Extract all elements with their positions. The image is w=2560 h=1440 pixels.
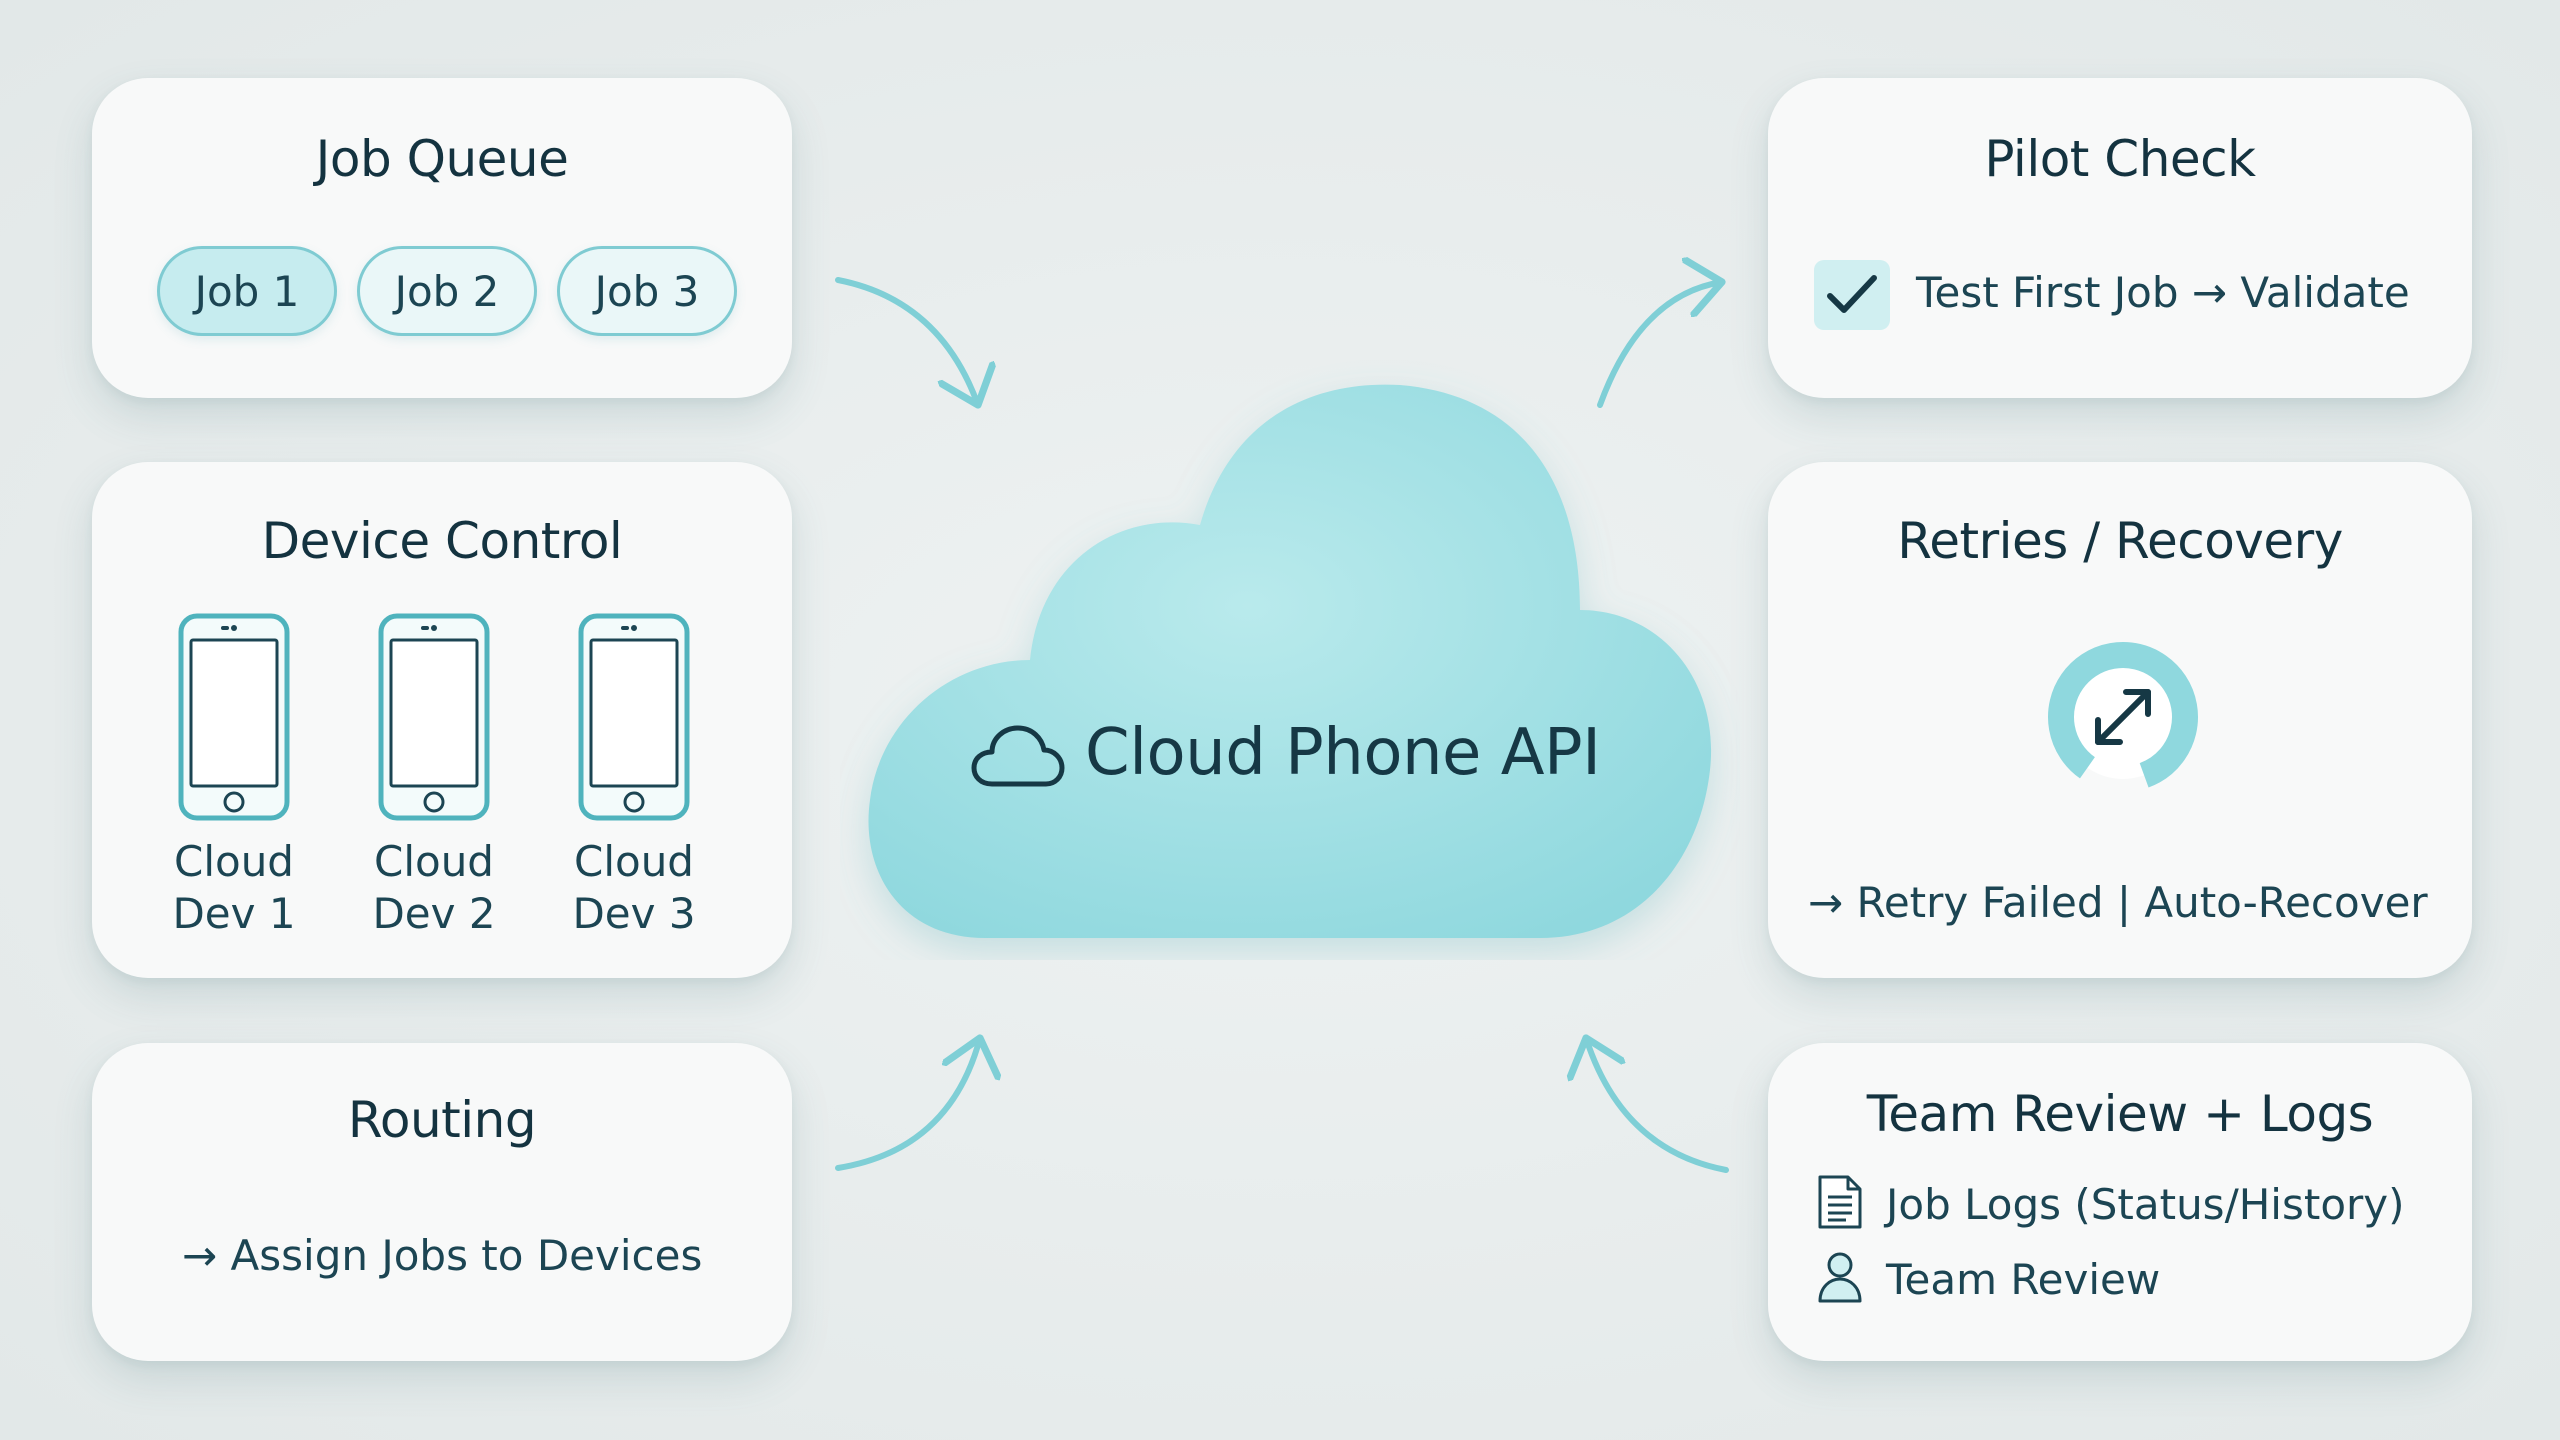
device-label-2: Cloud Dev 2: [372, 837, 496, 938]
device-label-3: Cloud Dev 3: [572, 837, 696, 938]
team-review-item[interactable]: Team Review: [1816, 1249, 2160, 1309]
retries-recovery-card: Retries / Recovery → Retry Failed | Auto…: [1768, 462, 2472, 978]
retries-description: → Retry Failed | Auto-Recover: [1808, 878, 2428, 927]
device-item-3[interactable]: Cloud Dev 3: [572, 612, 696, 940]
retries-recovery-title: Retries / Recovery: [1897, 512, 2343, 570]
pilot-check-card: Pilot Check Test First Job → Validate: [1768, 78, 2472, 398]
user-icon: [1816, 1249, 1864, 1309]
device-label-1: Cloud Dev 1: [172, 837, 296, 938]
routing-title: Routing: [347, 1091, 537, 1149]
arrow-routing-to-cloud: [835, 1038, 980, 1171]
device-control-title: Device Control: [261, 512, 623, 570]
smartphone-icon: [577, 612, 691, 822]
job-queue-title: Job Queue: [315, 130, 569, 188]
document-icon: [1816, 1173, 1864, 1235]
device-list: Cloud Dev 1 Cloud Dev 2: [172, 612, 696, 940]
cloud-outline-icon: [970, 722, 1066, 794]
job-chip-2[interactable]: Job 2: [357, 246, 537, 336]
smartphone-icon: [377, 612, 491, 822]
device-item-1[interactable]: Cloud Dev 1: [172, 612, 296, 940]
job-logs-item[interactable]: Job Logs (Status/History): [1816, 1173, 2405, 1235]
device-item-2[interactable]: Cloud Dev 2: [372, 612, 496, 940]
pilot-check-description: Test First Job → Validate: [1916, 268, 2410, 317]
team-review-title: Team Review + Logs: [1866, 1085, 2374, 1143]
job-chip-3[interactable]: Job 3: [557, 246, 737, 336]
cloud-title: Cloud Phone API: [1085, 716, 1601, 790]
arrow-team-to-cloud: [1586, 1038, 1729, 1173]
job-queue-card: Job Queue Job 1 Job 2 Job 3: [92, 78, 792, 398]
smartphone-icon: [177, 612, 291, 822]
job-chip-1[interactable]: Job 1: [157, 246, 337, 336]
team-review-label: Team Review: [1886, 1254, 2161, 1304]
routing-description: → Assign Jobs to Devices: [182, 1231, 703, 1280]
pilot-check-title: Pilot Check: [1984, 130, 2256, 188]
job-list: Job 1 Job 2 Job 3: [157, 246, 737, 336]
routing-card: Routing → Assign Jobs to Devices: [92, 1043, 792, 1361]
job-logs-label: Job Logs (Status/History): [1886, 1179, 2405, 1229]
cloud-shape: [868, 384, 1712, 938]
retry-recover-icon: [2046, 640, 2200, 798]
device-control-card: Device Control Cloud Dev 1: [92, 462, 792, 978]
team-review-card: Team Review + Logs Job Logs (Status/Hist…: [1768, 1043, 2472, 1361]
checkbox-checked-icon[interactable]: [1814, 260, 1890, 330]
